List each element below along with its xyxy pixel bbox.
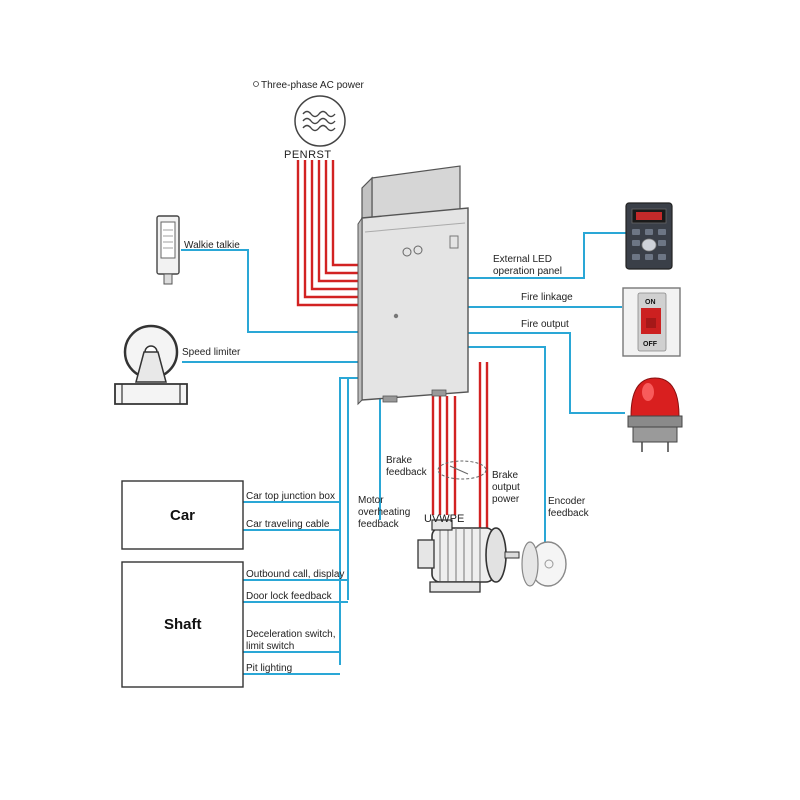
signal-lines [181,232,626,675]
shaft-title: Shaft [164,616,202,633]
motor-icon [431,527,495,583]
shaft-item-outbound-call: Outbound call, display [246,569,344,580]
speed-limiter-label: Speed limiter [182,347,241,358]
motor-overheat-label-1: Motor [358,495,384,506]
encoder-label-1: Encoder [548,496,586,507]
walkie-talkie-label: Walkie talkie [184,240,240,251]
led-panel-label-line2: operation panel [493,266,562,277]
switch-on-label: ON [645,299,656,306]
traction-motor [417,519,520,593]
brake-symbol [437,460,487,480]
motor-terminals-label: UVWPE [424,513,464,525]
motor-overheat-label-3: feedback [358,519,400,530]
led-panel-label-line1: External LED [493,254,552,265]
ac-power-source: Three-phase AC power PENRST [253,80,365,161]
beacon-icon [630,377,680,417]
encoder-label-2: feedback [548,508,590,519]
walkie-talkie-device: Walkie talkie [156,215,240,285]
brake-feedback-label-1: Brake [386,455,413,466]
power-terminals-label: PENRST [284,149,332,161]
car-item-traveling-cable: Car traveling cable [246,519,330,530]
brake-output-label-2: output [492,482,520,493]
brake-output-label-1: Brake [492,470,519,481]
shaft-item-door-lock: Door lock feedback [246,591,333,602]
fire-linkage-switch: ON OFF [622,287,681,357]
control-cabinet [357,165,469,406]
car-item-top-junction: Car top junction box [246,491,335,502]
brake-output-label-3: power [492,494,520,505]
fire-output-label: Fire output [521,319,569,330]
motor-overheat-label-2: overheating [358,507,410,518]
ac-power-icon [294,95,346,147]
fire-linkage-label: Fire linkage [521,292,573,303]
car-title: Car [170,507,195,524]
fire-alarm-beacon [627,377,683,452]
shaft-item-pit-lighting: Pit lighting [246,663,292,674]
input-power-lines [296,160,360,307]
switch-off-label: OFF [643,341,658,348]
shaft-item-deceleration-1: Deceleration switch, [246,629,335,640]
shaft-box: Shaft Outbound call, display Door lock f… [121,561,344,688]
shaft-item-deceleration-2: limit switch [246,641,294,652]
motor-power-lines [431,362,489,530]
car-box: Car Car top junction box Car traveling c… [121,480,335,550]
brake-feedback-label-2: feedback [386,467,428,478]
encoder-device [521,541,567,587]
ac-power-label: Three-phase AC power [261,80,365,91]
speed-limiter-device: Speed limiter [114,324,241,405]
led-operation-panel [625,202,673,270]
